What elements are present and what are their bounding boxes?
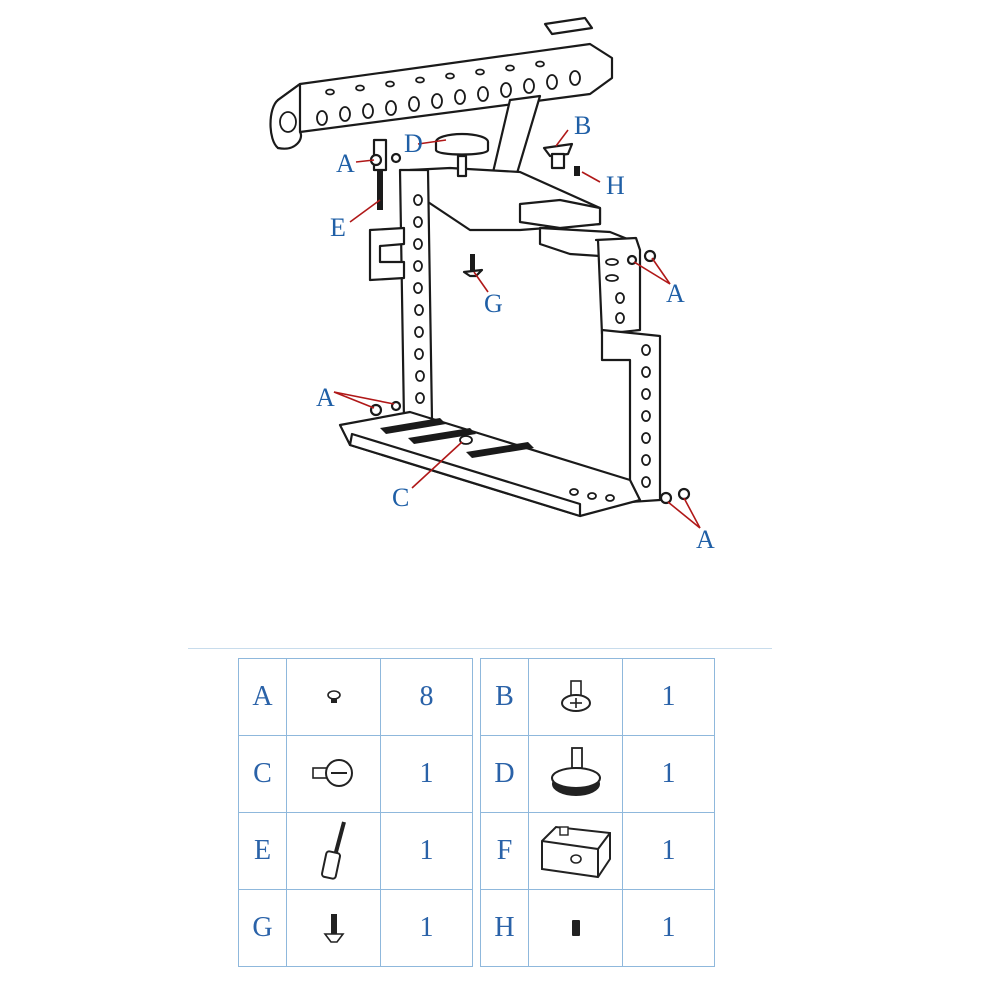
part-letter: C	[238, 735, 287, 813]
table-row: A 8	[238, 658, 473, 736]
thumb-screw-icon	[286, 735, 381, 813]
long-bolt-icon	[286, 812, 381, 890]
part-letter: F	[480, 812, 529, 890]
hardware	[369, 132, 691, 505]
part-quantity: 1	[380, 735, 473, 813]
parts-table-left: A 8 C 1 E 1 G 1	[238, 658, 473, 967]
part-letter: B	[480, 658, 529, 736]
top-handle	[269, 16, 614, 187]
knob-screw-icon	[528, 735, 623, 813]
callout-c: C	[392, 483, 409, 512]
callout-h: H	[606, 171, 625, 200]
part-quantity: 1	[622, 735, 715, 813]
callout-a-right: A	[666, 279, 685, 308]
part-quantity: 8	[380, 658, 473, 736]
section-divider	[188, 648, 772, 649]
phillips-screw-icon	[528, 658, 623, 736]
part-quantity: 1	[380, 889, 473, 967]
part-quantity: 1	[622, 658, 715, 736]
part-quantity: 1	[622, 812, 715, 890]
top-bridge	[408, 166, 632, 260]
callout-a-top: A	[336, 149, 355, 178]
table-row: F 1	[480, 812, 715, 890]
parts-table-right: B 1 D 1 F 1 H 1	[480, 658, 715, 967]
table-row: E 1	[238, 812, 473, 890]
base-plate	[338, 410, 642, 518]
handle-holes	[316, 60, 581, 126]
left-upright	[368, 168, 434, 422]
right-upright	[594, 236, 662, 504]
part-letter: H	[480, 889, 529, 967]
flat-head-screw-icon	[286, 889, 381, 967]
callout-d: D	[404, 129, 423, 158]
table-row: G 1	[238, 889, 473, 967]
cage-drawing: A B D H E G A A C A	[269, 16, 715, 554]
table-row: H 1	[480, 889, 715, 967]
part-letter: G	[238, 889, 287, 967]
leader-lines	[333, 129, 701, 529]
table-row: D 1	[480, 735, 715, 813]
callout-e: E	[330, 213, 346, 242]
callout-g: G	[484, 289, 503, 318]
part-letter: A	[238, 658, 287, 736]
small-screw-icon	[286, 658, 381, 736]
part-quantity: 1	[380, 812, 473, 890]
callout-a-left: A	[316, 383, 335, 412]
part-letter: D	[480, 735, 529, 813]
set-screw-icon	[528, 889, 623, 967]
part-quantity: 1	[622, 889, 715, 967]
table-row: C 1	[238, 735, 473, 813]
cage-assembly-diagram: A B D H E G A A C A	[269, 16, 715, 554]
callout-a-bottom: A	[696, 525, 715, 554]
part-letter: E	[238, 812, 287, 890]
table-row: B 1	[480, 658, 715, 736]
shoe-block-icon	[528, 812, 623, 890]
callout-b: B	[574, 111, 591, 140]
